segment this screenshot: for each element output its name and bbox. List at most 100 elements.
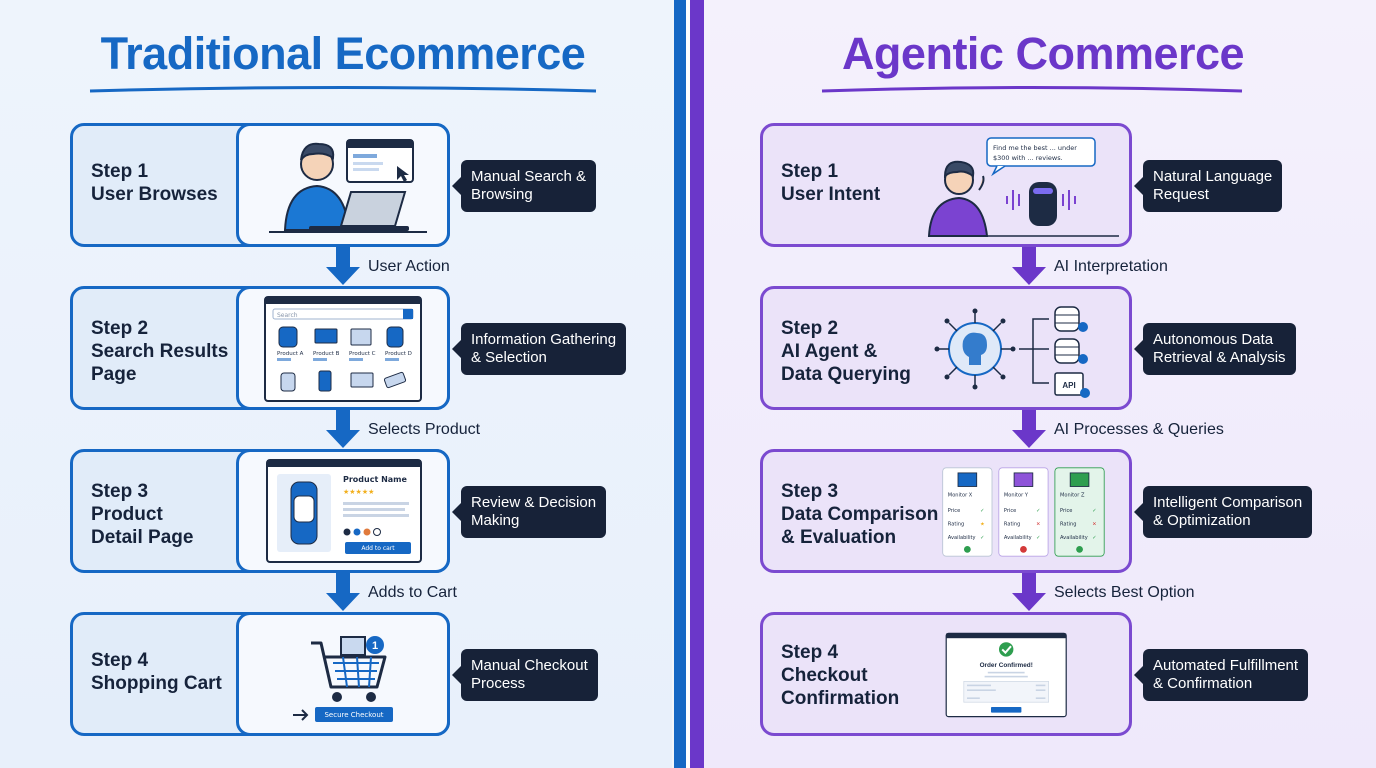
agentic-title-underline bbox=[821, 86, 1243, 93]
row-label: Rating bbox=[948, 522, 964, 528]
arrow-label: User Action bbox=[368, 258, 450, 275]
callout-line: & Selection bbox=[471, 349, 547, 366]
step-title: Shopping Cart bbox=[91, 673, 222, 694]
traditional-step-3-callout: Review & Decision Making bbox=[451, 486, 607, 538]
row-label: Price bbox=[1004, 508, 1016, 514]
search-placeholder: Search bbox=[277, 312, 298, 319]
callout-line: Review & Decision bbox=[471, 494, 597, 511]
arrow-label: Selects Best Option bbox=[1054, 584, 1195, 601]
agentic-title: Agentic Commerce bbox=[841, 28, 1245, 79]
add-to-cart-button bbox=[345, 542, 411, 554]
step-text: Step 4 Checkout Confirmation bbox=[781, 641, 899, 710]
callout-line: & Optimization bbox=[1153, 512, 1251, 529]
database-icon bbox=[1054, 306, 1088, 332]
user-browsing-illustration bbox=[236, 123, 450, 247]
svg-text:✓: ✓ bbox=[1036, 508, 1040, 514]
down-arrow bbox=[326, 247, 360, 285]
traditional-step-3-card: Step 3 Product Detail Page Product Name … bbox=[70, 449, 450, 573]
svg-text:✕: ✕ bbox=[1092, 522, 1096, 528]
step-title: Detail Page bbox=[91, 527, 194, 548]
traditional-step-1-card: Step 1 User Browses bbox=[70, 123, 450, 247]
step-title: AI Agent & bbox=[781, 341, 878, 362]
svg-text:✓: ✓ bbox=[1092, 508, 1096, 514]
step-text: Step 2 Search Results Page bbox=[91, 317, 228, 386]
step-title: Data Querying bbox=[781, 364, 911, 385]
step-text: Step 2 AI Agent & Data Querying bbox=[781, 317, 911, 386]
step-text: Step 3 Product Detail Page bbox=[91, 480, 193, 549]
svg-text:✕: ✕ bbox=[1036, 522, 1040, 528]
svg-text:✓: ✓ bbox=[1092, 535, 1096, 541]
step-title: User Intent bbox=[781, 184, 881, 205]
traditional-step-1-callout: Manual Search & Browsing bbox=[451, 160, 597, 212]
agentic-step-1-card: Step 1 User Intent Find me the best ... … bbox=[760, 123, 1132, 247]
callout-line: Natural Language bbox=[1153, 168, 1273, 185]
step-text: Step 1 User Browses bbox=[91, 160, 218, 206]
row-label: Rating bbox=[1060, 522, 1076, 528]
step-number: Step 4 bbox=[781, 642, 839, 663]
callout-line: Retrieval & Analysis bbox=[1153, 349, 1286, 366]
svg-text:✓: ✓ bbox=[980, 535, 984, 541]
traditional-title: Traditional Ecommerce bbox=[100, 28, 586, 79]
add-to-cart-label: Add to cart bbox=[361, 545, 395, 552]
down-arrow bbox=[1012, 410, 1046, 448]
ai-agent-illustration: API bbox=[934, 306, 1090, 398]
svg-text:✓: ✓ bbox=[1036, 535, 1040, 541]
api-icon: API bbox=[1054, 372, 1090, 398]
arrow-label: AI Processes & Queries bbox=[1054, 421, 1224, 438]
speech-text: Find me the best ... under bbox=[993, 144, 1077, 152]
callout-line: Autonomous Data bbox=[1153, 331, 1274, 348]
step-text: Step 1 User Intent bbox=[781, 160, 880, 206]
row-label: Price bbox=[948, 508, 960, 514]
traditional-step-2-callout: Information Gathering & Selection bbox=[451, 323, 627, 375]
step-number: Step 2 bbox=[781, 318, 839, 339]
order-confirmed: Order Confirmed! bbox=[980, 662, 1033, 669]
step-number: Step 1 bbox=[781, 161, 839, 182]
step-title: Page bbox=[91, 364, 137, 385]
callout-line: Manual Search & bbox=[471, 168, 587, 185]
speech-bubble bbox=[986, 137, 1096, 167]
traditional-step-2-card: Step 2 Search Results Page Search Produc… bbox=[70, 286, 450, 410]
step-number: Step 3 bbox=[781, 481, 839, 502]
search-results-illustration: Search Product A Product B Product C Pro… bbox=[236, 286, 450, 410]
step-number: Step 2 bbox=[91, 318, 149, 339]
step-number: Step 1 bbox=[91, 161, 149, 182]
row-label: Availability bbox=[948, 535, 976, 541]
agentic-step-3-callout: Intelligent Comparison & Optimization bbox=[1133, 486, 1313, 538]
traditional-title-underline bbox=[89, 86, 597, 93]
callout-line: Process bbox=[471, 675, 526, 692]
checkmark-icon bbox=[999, 642, 1014, 657]
down-arrow bbox=[1012, 247, 1046, 285]
arrow-label: AI Interpretation bbox=[1054, 258, 1168, 275]
comparison-illustration: Monitor X Price Rating Availability ✓★✓ … bbox=[942, 467, 1105, 557]
down-arrow bbox=[326, 573, 360, 611]
sound-wave-icon bbox=[1006, 190, 1076, 210]
product-detail-illustration: Product Name ★★★★★ Add to cart bbox=[236, 449, 450, 573]
ai-brain-icon bbox=[934, 308, 1016, 390]
api-label: API bbox=[1062, 381, 1075, 390]
svg-text:★★★★★: ★★★★★ bbox=[343, 488, 374, 496]
cart-count: 1 bbox=[372, 640, 378, 652]
down-arrow bbox=[326, 410, 360, 448]
monitor-label: Monitor Y bbox=[1004, 493, 1029, 499]
traditional-step-4-callout: Manual Checkout Process bbox=[452, 649, 598, 701]
step-number: Step 3 bbox=[91, 481, 149, 502]
divider-gap bbox=[686, 0, 690, 768]
callout-line: Intelligent Comparison bbox=[1153, 494, 1303, 511]
callout-line: Making bbox=[471, 512, 520, 529]
secure-checkout-button bbox=[315, 707, 393, 722]
order-confirmation-illustration: Order Confirmed! bbox=[945, 632, 1067, 718]
callout-line: & Confirmation bbox=[1153, 675, 1253, 692]
arrow-label: Adds to Cart bbox=[368, 584, 457, 601]
column-divider-purple bbox=[690, 0, 704, 768]
database-icon bbox=[1054, 338, 1088, 364]
product-label: Product C bbox=[349, 351, 376, 357]
down-arrow bbox=[1012, 573, 1046, 611]
step-title: Confirmation bbox=[781, 688, 900, 709]
traditional-step-4-card: Step 4 Shopping Cart 1 Secure Checkout bbox=[70, 612, 450, 736]
svg-text:✓: ✓ bbox=[980, 508, 984, 514]
callout-line: Information Gathering bbox=[471, 331, 617, 348]
step-title: Data Comparison bbox=[781, 504, 939, 525]
monitor-label: Monitor Z bbox=[1060, 493, 1085, 499]
agentic-step-3-card: Step 3 Data Comparison & Evaluation Moni… bbox=[760, 449, 1132, 573]
row-label: Price bbox=[1060, 508, 1072, 514]
